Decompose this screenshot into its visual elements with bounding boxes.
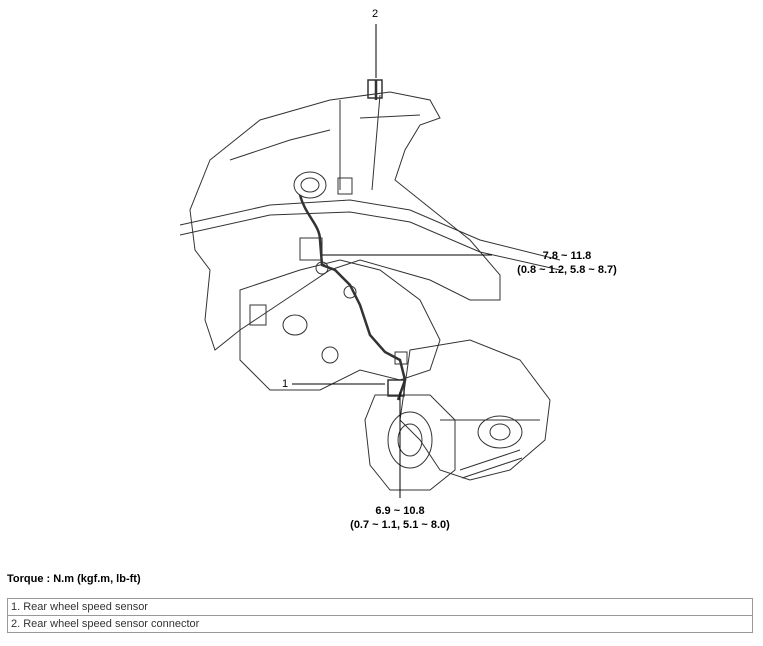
grommet — [300, 177, 320, 193]
grommet — [293, 171, 327, 199]
hub — [397, 423, 423, 457]
legend-item: 2. Rear wheel speed sensor connector — [7, 615, 753, 633]
torque-value-alt-units: (0.8 ~ 1.2, 5.8 ~ 8.7) — [517, 264, 617, 276]
legend-item: 1. Rear wheel speed sensor — [7, 598, 753, 616]
bracket — [249, 304, 267, 326]
axle-shaft — [459, 449, 523, 479]
bracket — [299, 237, 323, 261]
bracket — [337, 177, 353, 195]
bolt — [321, 346, 339, 364]
rear-suspension-diagram — [179, 24, 561, 498]
bushing — [477, 415, 523, 449]
sensor-cable[interactable] — [298, 80, 407, 401]
torque-value: 6.9 ~ 10.8 — [375, 505, 425, 517]
legend-row: 2. Rear wheel speed sensor connector — [7, 615, 753, 633]
legend-row: 1. Rear wheel speed sensor — [7, 598, 753, 616]
body-panel — [189, 91, 501, 351]
torque-callout-lower: 6.9 ~ 10.8 (0.7 ~ 1.1, 5.1 ~ 8.0) — [325, 504, 475, 532]
body-panel-ridge — [179, 211, 561, 271]
control-arm — [399, 339, 551, 481]
bushing — [489, 423, 511, 441]
callout-number-1: 1 — [282, 378, 289, 390]
bushing — [282, 314, 308, 336]
body-panel-ridge — [229, 129, 331, 161]
body-panel-ridge — [359, 114, 421, 119]
parts-legend: 1. Rear wheel speed sensor 2. Rear wheel… — [7, 598, 753, 633]
torque-value: 7.8 ~ 11.8 — [542, 250, 592, 262]
torque-callout-upper: 7.8 ~ 11.8 (0.8 ~ 1.2, 5.8 ~ 8.7) — [492, 249, 642, 277]
sensor-connector[interactable] — [367, 79, 383, 99]
callout-number-2: 2 — [372, 8, 379, 20]
cable-clip — [343, 285, 357, 299]
control-arm — [239, 259, 441, 391]
body-panel-ridge — [371, 94, 381, 191]
cable-clip — [315, 261, 329, 275]
hub — [387, 411, 433, 469]
knuckle — [364, 394, 456, 491]
sensor-head — [387, 379, 405, 397]
body-panel-ridge — [179, 199, 561, 261]
torque-units-label: Torque : N.m (kgf.m, lb-ft) — [7, 573, 141, 585]
torque-value-alt-units: (0.7 ~ 1.1, 5.1 ~ 8.0) — [350, 519, 450, 531]
cable-clip — [394, 351, 408, 365]
